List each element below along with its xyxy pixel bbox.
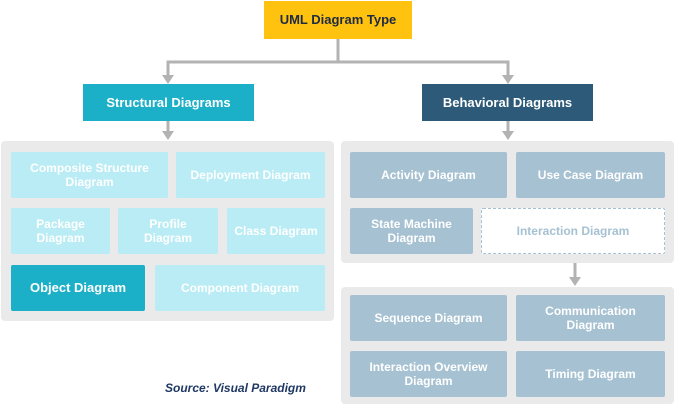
class-diagram-node: Class Diagram xyxy=(227,208,325,254)
root-node-uml-diagram-type: UML Diagram Type xyxy=(264,1,412,39)
interaction-overview-diagram-node: Interaction Overview Diagram xyxy=(350,351,507,397)
communication-diagram-node: Communication Diagram xyxy=(516,295,665,341)
composite-structure-diagram-node: Composite Structure Diagram xyxy=(11,152,168,198)
timing-diagram-node: Timing Diagram xyxy=(516,351,665,397)
activity-diagram-node: Activity Diagram xyxy=(350,152,507,198)
state-machine-diagram-node: State Machine Diagram xyxy=(350,208,473,254)
structural-diagrams-node: Structural Diagrams xyxy=(83,84,254,121)
behavioral-diagrams-node: Behavioral Diagrams xyxy=(422,84,593,121)
component-diagram-node: Component Diagram xyxy=(155,265,325,311)
object-diagram-node: Object Diagram xyxy=(11,265,145,311)
sequence-diagram-node: Sequence Diagram xyxy=(350,295,507,341)
deployment-diagram-node: Deployment Diagram xyxy=(176,152,325,198)
interaction-diagram-node: Interaction Diagram xyxy=(481,208,665,254)
package-diagram-node: Package Diagram xyxy=(11,208,110,254)
source-caption: Source: Visual Paradigm xyxy=(165,381,306,395)
use-case-diagram-node: Use Case Diagram xyxy=(516,152,665,198)
profile-diagram-node: Profile Diagram xyxy=(118,208,218,254)
